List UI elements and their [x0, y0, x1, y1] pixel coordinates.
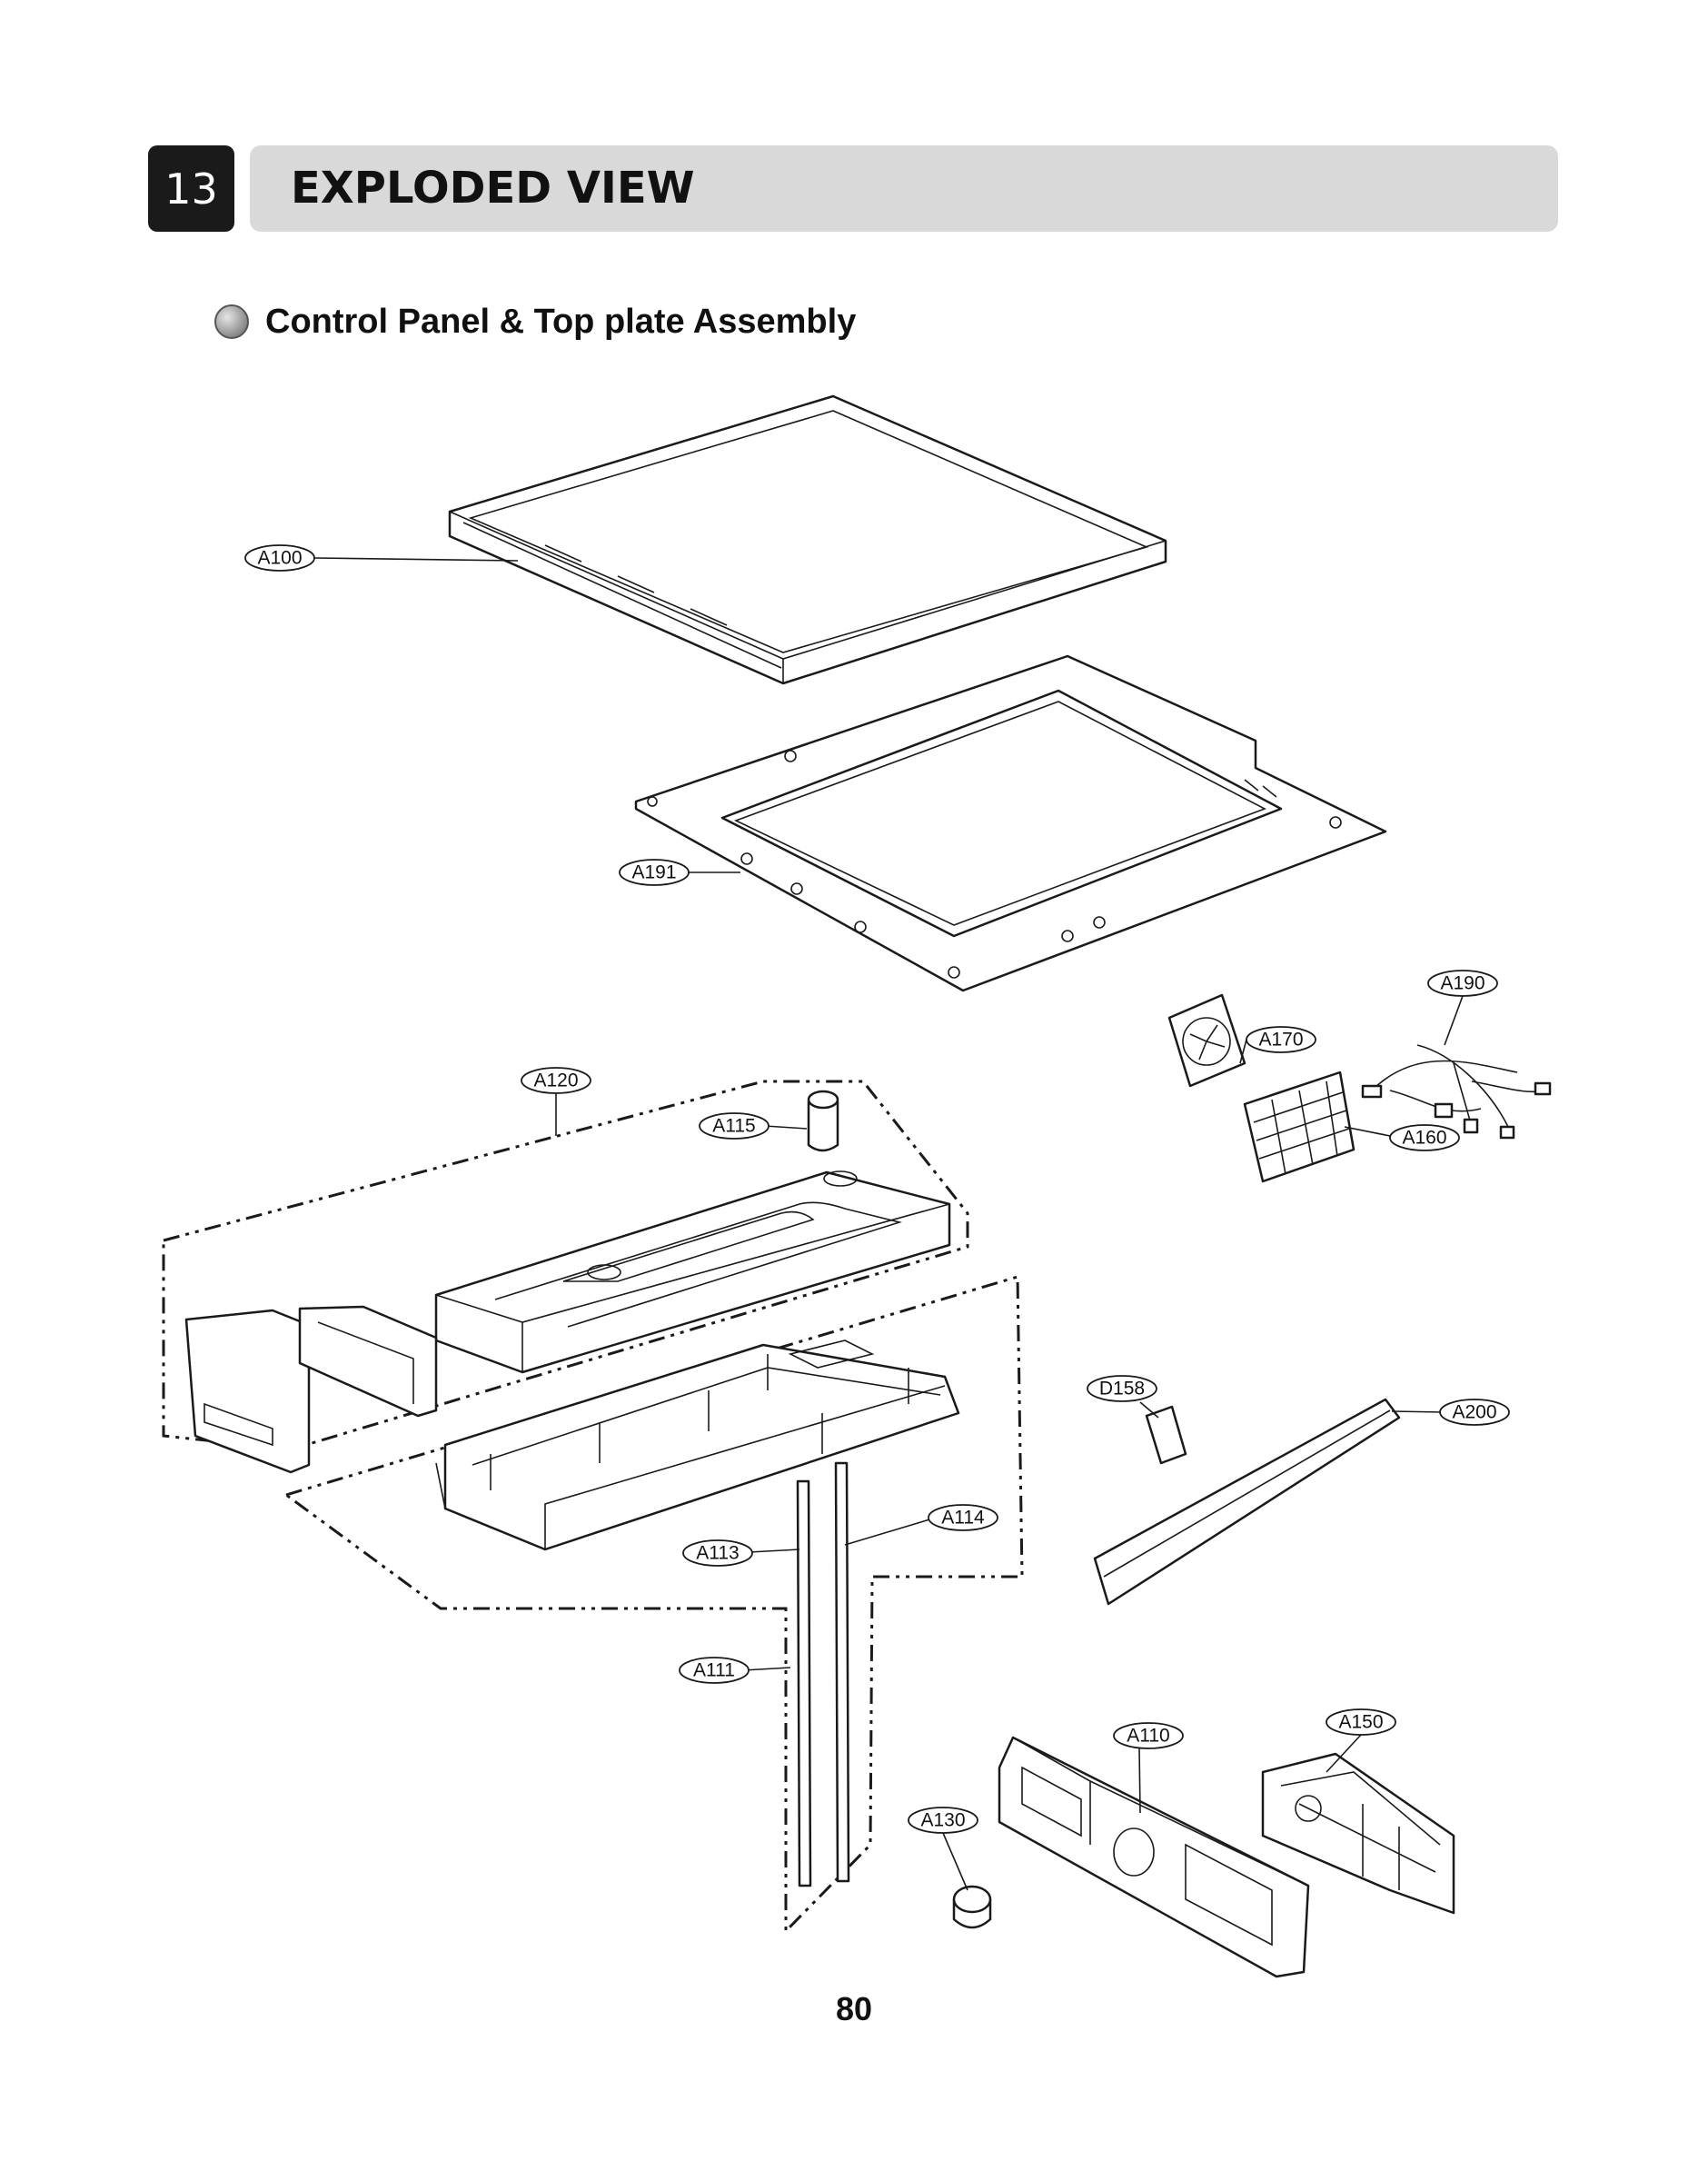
svg-text:A190: A190 — [1440, 973, 1485, 994]
svg-text:A191: A191 — [631, 862, 676, 883]
control-knob-part — [952, 1885, 992, 1929]
svg-text:A113: A113 — [696, 1543, 740, 1564]
main-pcb-part — [1261, 1752, 1455, 1915]
page-number: 80 — [835, 1990, 873, 2027]
svg-text:A111: A111 — [693, 1660, 735, 1681]
svg-text:A115: A115 — [712, 1116, 756, 1137]
callout-A150: A150 — [1326, 1708, 1396, 1736]
dispenser-cap-part — [807, 1090, 839, 1152]
dispenser-drawer-part — [184, 1305, 438, 1474]
svg-text:A130: A130 — [920, 1810, 965, 1831]
subsection-title: Control Panel & Top plate Assembly — [265, 302, 857, 341]
subsection-heading: Control Panel & Top plate Assembly — [214, 300, 856, 344]
svg-text:A170: A170 — [1258, 1030, 1303, 1051]
callout-A191: A191 — [619, 859, 690, 886]
callout-A111: A111 — [679, 1657, 750, 1684]
dispenser-assembly-outline — [162, 1080, 969, 1451]
svg-text:A110: A110 — [1127, 1726, 1170, 1747]
housing-assembly-outline — [283, 1274, 1024, 1935]
dispenser-lid-part — [434, 1170, 951, 1374]
dispenser-housing-part — [435, 1339, 960, 1551]
section-header-banner: EXPLODED VIEW — [250, 145, 1558, 232]
top-plate-part — [448, 394, 1167, 685]
section-number: 13 — [164, 164, 218, 214]
wire-harness-part — [1361, 1044, 1552, 1140]
callout-A130: A130 — [908, 1807, 978, 1834]
section-number-badge: 13 — [148, 145, 234, 232]
svg-text:A114: A114 — [941, 1508, 985, 1529]
callout-A170: A170 — [1246, 1026, 1316, 1053]
callout-A100: A100 — [244, 544, 315, 572]
section-title: EXPLODED VIEW — [291, 163, 695, 214]
callout-A120: A120 — [521, 1067, 591, 1094]
bullet-icon — [214, 304, 249, 339]
drain-tubes-part — [796, 1461, 850, 1887]
svg-text:A100: A100 — [257, 548, 302, 569]
svg-text:A160: A160 — [1402, 1128, 1446, 1149]
callout-A200: A200 — [1439, 1399, 1510, 1426]
control-panel-part — [998, 1736, 1310, 1978]
svg-text:A200: A200 — [1452, 1402, 1496, 1423]
callout-A113: A113 — [682, 1539, 753, 1567]
door-switch-part — [1145, 1405, 1187, 1465]
callout-A190: A190 — [1427, 970, 1498, 997]
leader-lines — [313, 557, 1464, 1891]
svg-text:D158: D158 — [1099, 1379, 1145, 1399]
fan-part — [1167, 993, 1246, 1088]
sensor-bracket-part — [1243, 1071, 1355, 1183]
callout-A110: A110 — [1113, 1722, 1184, 1749]
frame-plate-part — [634, 654, 1387, 992]
callout-A114: A114 — [928, 1504, 998, 1531]
svg-text:A150: A150 — [1338, 1712, 1383, 1733]
callout-A115: A115 — [699, 1112, 770, 1140]
mounting-rail-part — [1093, 1398, 1401, 1606]
callout-A160: A160 — [1389, 1124, 1460, 1151]
callout-D158: D158 — [1087, 1375, 1157, 1402]
svg-text:A120: A120 — [533, 1071, 578, 1091]
